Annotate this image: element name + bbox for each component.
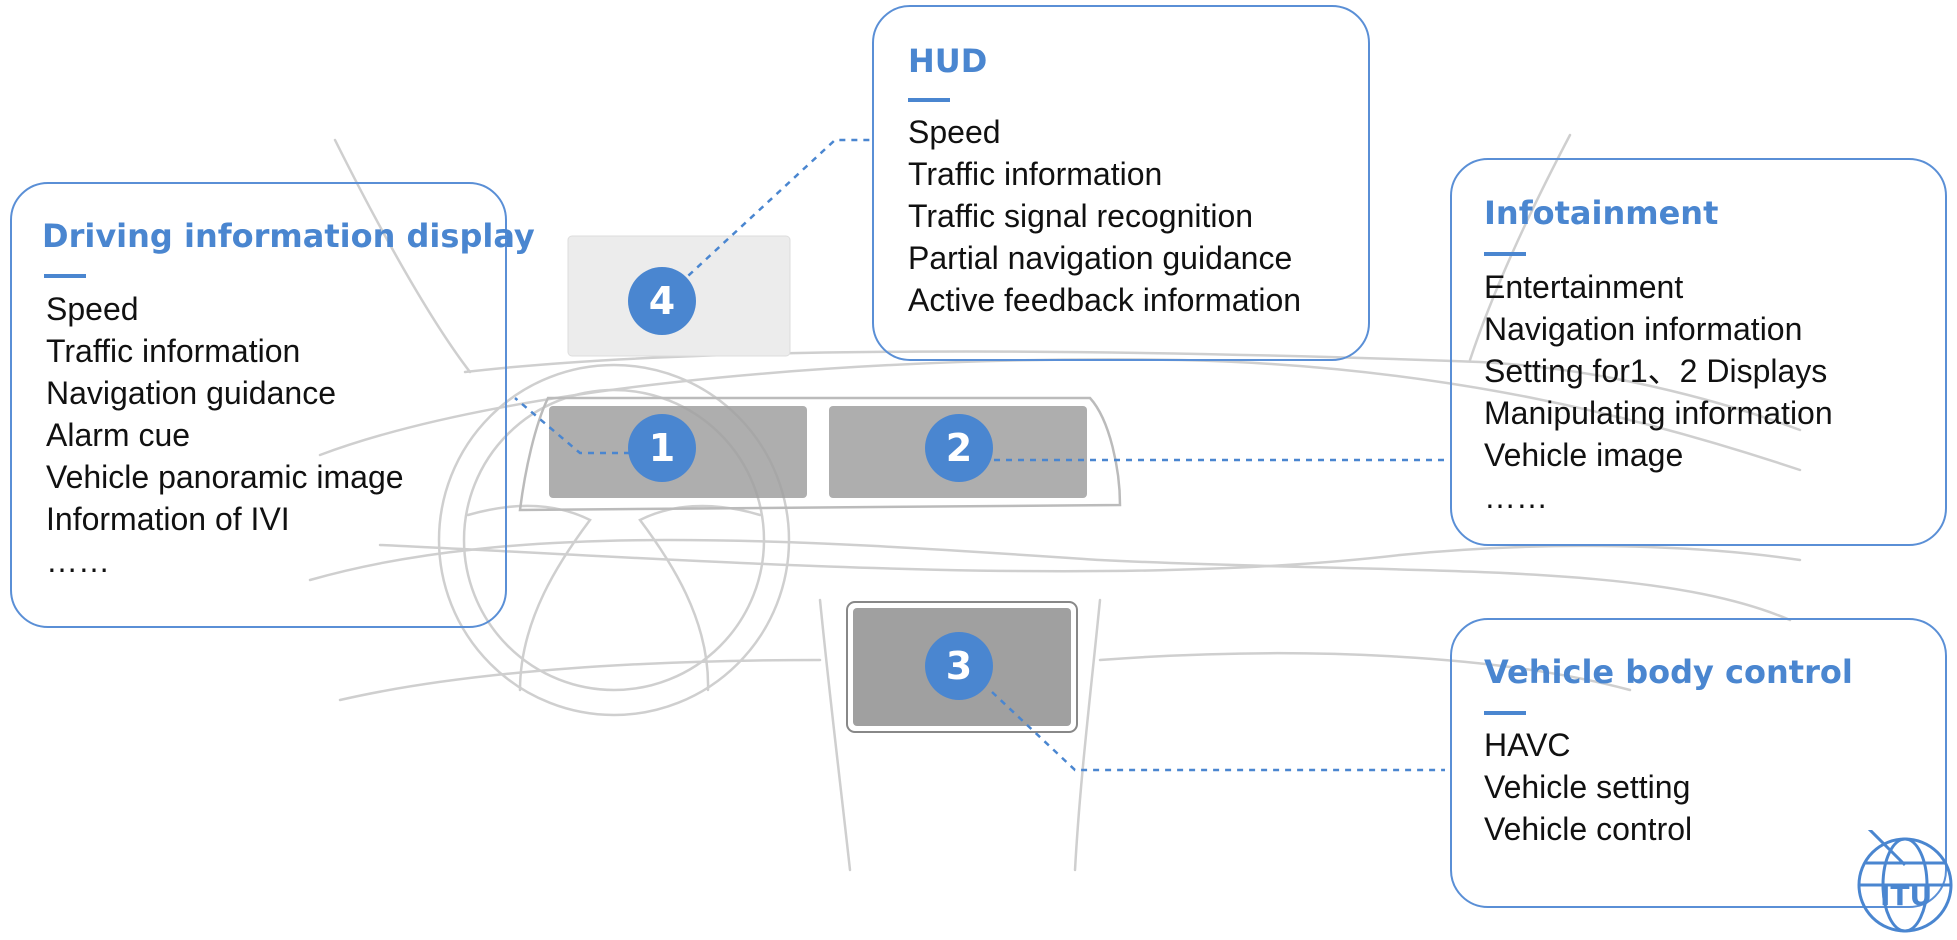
list-item: Traffic signal recognition bbox=[908, 198, 1254, 234]
badge-2: 2 bbox=[925, 414, 993, 482]
steering-wheel-rim-outer bbox=[437, 363, 791, 717]
list-item: Information of IVI bbox=[46, 501, 290, 537]
list-item: Traffic information bbox=[46, 333, 301, 369]
list-item: …… bbox=[1484, 479, 1548, 515]
list-item: …… bbox=[46, 543, 110, 579]
card-item-list: Speed Traffic information Traffic signal… bbox=[908, 111, 1301, 321]
connector-1-driving bbox=[514, 397, 630, 455]
windshield-left-pillar bbox=[333, 138, 472, 374]
console-left-curve bbox=[338, 658, 822, 702]
list-item: Vehicle panoramic image bbox=[46, 459, 404, 495]
title-underline bbox=[1484, 711, 1526, 715]
badge-4: 4 bbox=[628, 267, 696, 335]
card-item-list: HAVC Vehicle setting Vehicle control bbox=[1484, 724, 1692, 850]
list-item: Speed bbox=[46, 291, 139, 327]
title-underline bbox=[44, 274, 86, 278]
cluster-housing bbox=[518, 396, 1122, 512]
card-vehicle-body-control: Vehicle body control HAVC Vehicle settin… bbox=[1450, 618, 1947, 908]
dashboard-mid-line bbox=[378, 543, 1802, 573]
list-item: Setting for1、2 Displays bbox=[1484, 353, 1828, 389]
list-item: HAVC bbox=[1484, 727, 1571, 763]
card-item-list: Entertainment Navigation information Set… bbox=[1484, 266, 1833, 518]
dashboard-lower-line bbox=[308, 538, 1792, 622]
list-item: Manipulating information bbox=[1484, 395, 1833, 431]
card-title: Driving information display bbox=[42, 217, 535, 255]
console-right-edge bbox=[1073, 598, 1102, 872]
itu-globe-logo-icon: ITU bbox=[1857, 830, 1953, 933]
card-title: Vehicle body control bbox=[1484, 653, 1853, 691]
card-title: Infotainment bbox=[1484, 194, 1719, 232]
card-title: HUD bbox=[908, 42, 988, 80]
console-right-curve bbox=[1098, 652, 1632, 692]
connector-3-body-control bbox=[991, 691, 1445, 772]
badge-3: 3 bbox=[925, 632, 993, 700]
title-underline bbox=[1484, 252, 1526, 256]
list-item: Active feedback information bbox=[908, 282, 1302, 318]
list-item: Alarm cue bbox=[46, 417, 191, 453]
title-underline bbox=[908, 98, 950, 102]
svg-text:ITU: ITU bbox=[1880, 879, 1932, 912]
list-item: Navigation information bbox=[1484, 311, 1803, 347]
list-item: Speed bbox=[908, 114, 1001, 150]
list-item: Partial navigation guidance bbox=[908, 240, 1293, 276]
card-driving-information-display: Driving information display Speed Traffi… bbox=[10, 182, 535, 628]
list-item: Vehicle control bbox=[1484, 811, 1693, 847]
card-hud: HUD Speed Traffic information Traffic si… bbox=[872, 5, 1370, 361]
console-left-edge bbox=[818, 598, 852, 872]
list-item: Entertainment bbox=[1484, 269, 1684, 305]
list-item: Navigation guidance bbox=[46, 375, 336, 411]
steering-wheel-rim-inner bbox=[462, 388, 766, 692]
list-item: Vehicle setting bbox=[1484, 769, 1691, 805]
dashboard-sketch bbox=[308, 133, 1802, 872]
card-infotainment: Infotainment Entertainment Navigation in… bbox=[1450, 158, 1947, 546]
dashboard-top-curve bbox=[463, 350, 1802, 432]
badge-1: 1 bbox=[628, 414, 696, 482]
steering-wheel-spoke-right bbox=[638, 504, 762, 692]
card-item-list: Speed Traffic information Navigation gui… bbox=[46, 288, 404, 582]
list-item: Vehicle image bbox=[1484, 437, 1684, 473]
steering-wheel-spoke-left bbox=[466, 504, 592, 692]
list-item: Traffic information bbox=[908, 156, 1163, 192]
windshield-right-pillar bbox=[1468, 133, 1572, 362]
